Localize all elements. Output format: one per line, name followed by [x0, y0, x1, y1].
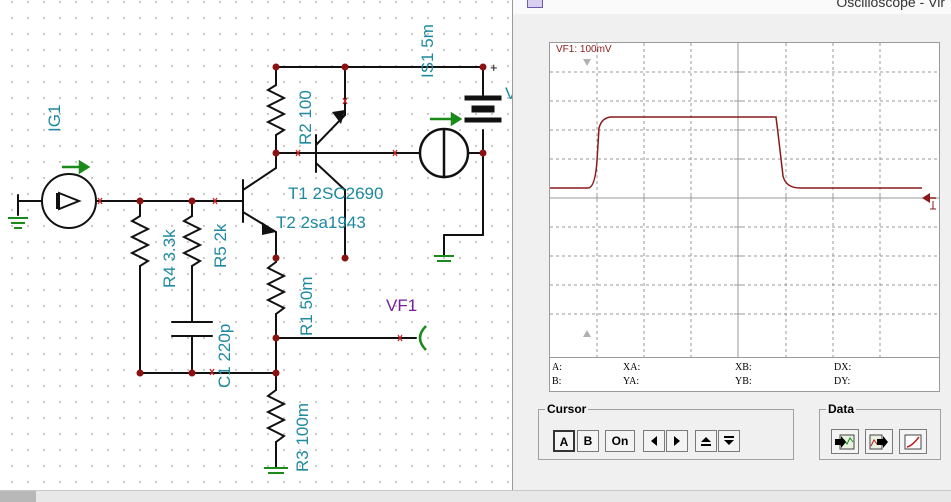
readout-xa: XA:	[623, 362, 641, 373]
oscilloscope-window: Oscilloscope - Vir	[512, 0, 951, 490]
label-is1: IS1 5m	[418, 24, 437, 78]
cursor-up-button[interactable]	[695, 430, 717, 452]
vf1-waveform	[550, 116, 922, 189]
label-vf1: VF1	[386, 296, 418, 315]
arrow-right-icon	[674, 436, 680, 446]
import-data-button[interactable]	[865, 429, 893, 454]
cursor-on-button[interactable]: On	[605, 430, 635, 452]
label-t1: T1 2SC2690	[288, 184, 384, 203]
battery-plus-sign: +	[490, 60, 498, 75]
label-r5: R5 2k	[211, 223, 230, 268]
oscilloscope-display[interactable]: VF1: 100mV	[549, 42, 940, 358]
curve-icon	[904, 434, 922, 450]
cursor-down-button[interactable]	[718, 430, 740, 452]
status-bar	[0, 490, 951, 502]
cursor-readout: A: B: XA: YA: XB: YB: DX: DY:	[549, 358, 940, 392]
move-up-icon	[701, 437, 711, 446]
readout-dx: DX:	[834, 362, 852, 373]
label-r3: R3 100m	[293, 403, 312, 472]
circuit-diagram	[8, 63, 502, 474]
label-r2: R2 100	[296, 90, 315, 145]
window-icon[interactable]	[527, 0, 543, 8]
channel-label: VF1: 100mV	[556, 44, 612, 55]
oscilloscope-titlebar[interactable]: Oscilloscope - Vir	[513, 0, 951, 14]
export-data-button[interactable]	[831, 429, 859, 454]
arrow-left-icon	[651, 436, 657, 446]
label-t2: T2 2sa1943	[276, 213, 366, 232]
move-down-icon	[724, 436, 734, 445]
cursor-left-button[interactable]	[643, 430, 665, 452]
readout-a: A:	[552, 362, 562, 373]
label-r1: R1 50m	[297, 276, 316, 336]
label-ig1: IG1	[45, 104, 64, 132]
cursor-right-button[interactable]	[666, 430, 688, 452]
readout-dy: DY:	[834, 376, 851, 387]
curve-button[interactable]	[899, 429, 927, 454]
readout-xb: XB:	[735, 362, 752, 373]
readout-ya: YA:	[623, 376, 640, 387]
data-group: Data	[819, 402, 941, 460]
readout-b: B:	[552, 376, 562, 387]
cursor-a-top-marker	[583, 59, 591, 66]
waveform-plot	[550, 43, 939, 357]
cursor-a-bottom-marker	[583, 330, 591, 337]
label-c1: C1 220p	[215, 323, 234, 388]
window-title: Oscilloscope - Vir	[836, 0, 945, 10]
trigger-marker	[922, 193, 930, 203]
label-cut-v: V	[505, 84, 517, 103]
schematic-canvas[interactable]: IG1 IS1 5m R2 100 T1 2SC2690 T2 2sa1943 …	[0, 0, 517, 490]
cursor-b-button[interactable]: B	[577, 430, 599, 452]
readout-yb: YB:	[735, 376, 752, 387]
cursor-a-button[interactable]: A	[553, 430, 575, 452]
data-group-label: Data	[828, 402, 855, 416]
label-r4: R4 3.3k	[160, 229, 179, 288]
status-tab[interactable]	[0, 491, 36, 502]
cursor-group-label: Cursor	[547, 402, 587, 416]
import-data-icon	[869, 434, 888, 450]
cursor-group: Cursor	[538, 402, 794, 460]
export-data-icon	[835, 434, 855, 450]
